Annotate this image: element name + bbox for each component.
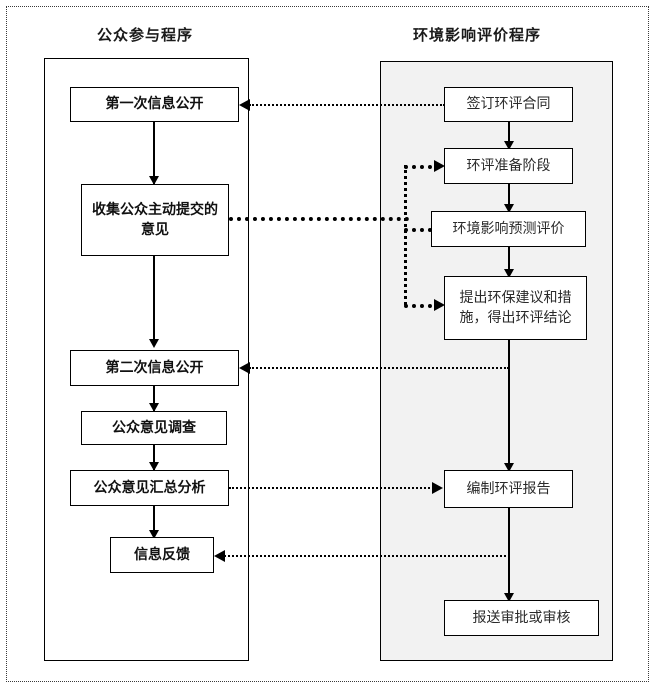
- flow-line-right-1: [508, 122, 510, 148]
- connector-report-to-feedback: [224, 555, 510, 557]
- node-collect-opinions[interactable]: 收集公众主动提交的意见: [81, 184, 229, 256]
- flow-line-left-3: [153, 386, 155, 411]
- flow-arrow-right-1: [504, 141, 514, 150]
- connector-summary-to-compile-report: [229, 487, 434, 489]
- connector-to-propose-measures: [404, 304, 440, 308]
- node-public-opinion-survey[interactable]: 公众意见调查: [81, 411, 227, 445]
- node-impact-prediction[interactable]: 环境影响预测评价: [431, 211, 586, 247]
- connector-arrow-first-disclosure: [239, 99, 250, 111]
- connector-to-eia-preparation: [404, 165, 440, 169]
- connector-to-impact-prediction: [404, 228, 440, 232]
- flow-arrow-right-3: [504, 269, 514, 278]
- flow-line-left-1: [153, 122, 155, 184]
- connector-arrow-second-disclosure: [239, 362, 250, 374]
- flow-arrow-left-3: [149, 403, 159, 412]
- flow-arrow-left-5: [149, 530, 159, 539]
- connector-arrow-propose-measures: [434, 299, 445, 311]
- node-compile-eia-report[interactable]: 编制环评报告: [444, 470, 573, 508]
- flow-line-right-3: [508, 247, 510, 276]
- node-first-disclosure[interactable]: 第一次信息公开: [70, 87, 239, 122]
- flow-line-right-4: [508, 340, 510, 470]
- flow-line-left-4: [153, 445, 155, 470]
- connector-contract-to-first-disclosure: [249, 104, 445, 106]
- node-submit-for-approval[interactable]: 报送审批或审核: [444, 600, 599, 636]
- flow-line-left-2: [153, 256, 155, 346]
- column-title-public-participation: 公众参与程序: [97, 26, 194, 44]
- flow-arrow-right-4: [504, 463, 514, 472]
- connector-collect-opinions-trunk: [229, 217, 409, 221]
- node-second-disclosure[interactable]: 第二次信息公开: [70, 350, 239, 386]
- connector-measures-to-second-disclosure: [249, 367, 509, 369]
- column-title-eia-procedure: 环境影响评价程序: [413, 26, 542, 44]
- connector-collect-opinions-vertical-trunk: [404, 165, 407, 305]
- flow-arrow-right-5: [504, 593, 514, 602]
- page-border: [6, 6, 649, 682]
- node-propose-measures[interactable]: 提出环保建议和措施，得出环评结论: [444, 276, 587, 340]
- node-eia-preparation[interactable]: 环评准备阶段: [444, 148, 573, 184]
- flow-arrow-right-2: [504, 204, 514, 213]
- flow-line-right-2: [508, 184, 510, 211]
- flow-line-right-5: [508, 508, 510, 600]
- connector-arrow-eia-preparation: [434, 160, 445, 172]
- connector-arrow-information-feedback: [214, 550, 225, 562]
- flow-arrow-left-2: [149, 339, 159, 348]
- connector-arrow-compile-report: [432, 482, 443, 494]
- node-information-feedback[interactable]: 信息反馈: [110, 537, 214, 573]
- node-sign-eia-contract[interactable]: 签订环评合同: [444, 87, 573, 122]
- flow-arrow-left-1: [149, 176, 159, 185]
- flow-arrow-left-4: [149, 462, 159, 471]
- node-opinion-summary-analysis[interactable]: 公众意见汇总分析: [70, 470, 229, 506]
- flow-line-left-5: [153, 506, 155, 537]
